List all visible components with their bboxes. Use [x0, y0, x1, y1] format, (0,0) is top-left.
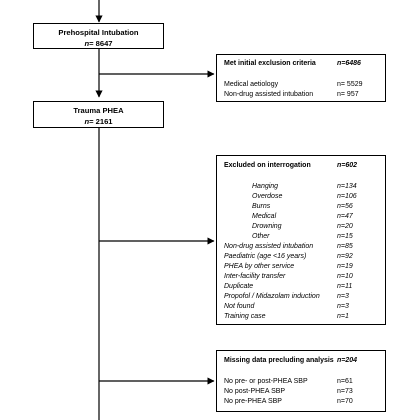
interrogation-row: Paediatric (age <16 years) n=92: [217, 252, 385, 262]
interrogation-row: Propofol / Midazolam induction n=3: [217, 292, 385, 302]
interrogation-row-value: n=11: [337, 283, 353, 290]
interrogation-row: Not found n=3: [217, 302, 385, 312]
interrogation-row: Duplicate n=11: [217, 282, 385, 292]
missing-row-label: No post-PHEA SBP: [224, 388, 286, 395]
interrogation-row-label: Propofol / Midazolam induction: [224, 293, 320, 300]
interrogation-row: Non-drug assisted intubation n=85: [217, 242, 385, 252]
interrogation-row-label: Drowning: [252, 223, 282, 230]
missing-row-label: No pre- or post-PHEA SBP: [224, 378, 308, 385]
missing-row-label: No pre-PHEA SBP: [224, 398, 282, 405]
interrogation-row: Burns n=56: [217, 202, 385, 212]
interrogation-row: PHEA by other service n=19: [217, 262, 385, 272]
prehospital-intubation-box: Prehospital Intubation n= 8647: [33, 23, 164, 49]
interrogation-row-label: Not found: [224, 303, 255, 310]
interrogation-row: Overdose n=106: [217, 192, 385, 202]
interrogation-row-label: PHEA by other service: [224, 263, 295, 270]
interrogation-row-label: Training case: [224, 313, 266, 320]
missing-row-value: n=73: [337, 388, 353, 395]
interrogation-row: Hanging n=134: [217, 182, 385, 192]
missing-row: No pre- or post-PHEA SBP n=61: [217, 377, 385, 387]
prehospital-count: n= 8647: [84, 39, 113, 48]
interrogation-header-value: n=602: [337, 162, 358, 169]
exclusion_initial-row-value: n= 957: [337, 91, 359, 98]
interrogation-row-value: n=134: [337, 183, 357, 190]
interrogation-row-value: n=3: [337, 303, 349, 310]
trauma-count: n= 2161: [84, 117, 113, 126]
exclusion_initial-row: Medical aetiology n= 5529: [217, 80, 385, 90]
exclusion_initial-header-label: Met initial exclusion criteria: [224, 60, 316, 67]
interrogation-row-label: Burns: [252, 203, 271, 210]
missing-row-value: n=70: [337, 398, 353, 405]
interrogation-row-value: n=19: [337, 263, 353, 270]
interrogation-row-label: Inter-facility transfer: [224, 273, 286, 280]
interrogation-row: Medical n=47: [217, 212, 385, 222]
trauma-title: Trauma PHEA: [73, 106, 124, 115]
missing-row: No pre-PHEA SBP n=70: [217, 397, 385, 407]
interrogation-row-label: Hanging: [252, 183, 279, 190]
interrogation-row-value: n=85: [337, 243, 353, 250]
trauma-phea-box: Trauma PHEA n= 2161: [33, 101, 164, 128]
exclusion_initial-row: Non-drug assisted intubation n= 957: [217, 90, 385, 100]
prehospital-title: Prehospital Intubation: [58, 28, 139, 37]
interrogation-row-label: Duplicate: [224, 283, 254, 290]
interrogation-row-label: Paediatric (age <16 years): [224, 253, 307, 260]
missing-header-value: n=204: [337, 357, 358, 364]
exclusion_initial-row-value: n= 5529: [337, 81, 363, 88]
interrogation-row: Other n=15: [217, 232, 385, 242]
exclusion_initial-row-label: Medical aetiology: [224, 81, 279, 88]
exclusion_initial-row-label: Non-drug assisted intubation: [224, 91, 314, 98]
missing-row: No post-PHEA SBP n=73: [217, 387, 385, 397]
interrogation-row: Drowning n=20: [217, 222, 385, 232]
interrogation-row-value: n=1: [337, 313, 349, 320]
missing-header-label: Missing data precluding analysis: [224, 357, 334, 364]
interrogation-row-label: Other: [252, 233, 270, 240]
interrogation-row-value: n=92: [337, 253, 353, 260]
interrogation-row-label: Non-drug assisted intubation: [224, 243, 314, 250]
interrogation-row-value: n=10: [337, 273, 353, 280]
interrogation-row: Training case n=1: [217, 312, 385, 322]
interrogation-row-label: Medical: [252, 213, 277, 220]
interrogation-row-value: n=15: [337, 233, 353, 240]
interrogation-header-label: Excluded on interrogation: [224, 162, 311, 169]
interrogation-row-value: n=56: [337, 203, 353, 210]
interrogation-row-label: Overdose: [252, 193, 283, 200]
interrogation-row-value: n=20: [337, 223, 353, 230]
interrogation-row: Inter-facility transfer n=10: [217, 272, 385, 282]
exclusion_initial-header-value: n=6486: [337, 60, 361, 67]
interrogation-row-value: n=106: [337, 193, 357, 200]
interrogation-header: Excluded on interrogation n=602: [217, 161, 385, 171]
interrogation-row-value: n=3: [337, 293, 349, 300]
missing-row-value: n=61: [337, 378, 353, 385]
interrogation-row-value: n=47: [337, 213, 353, 220]
exclusion_initial-header: Met initial exclusion criteria n=6486: [217, 59, 385, 69]
